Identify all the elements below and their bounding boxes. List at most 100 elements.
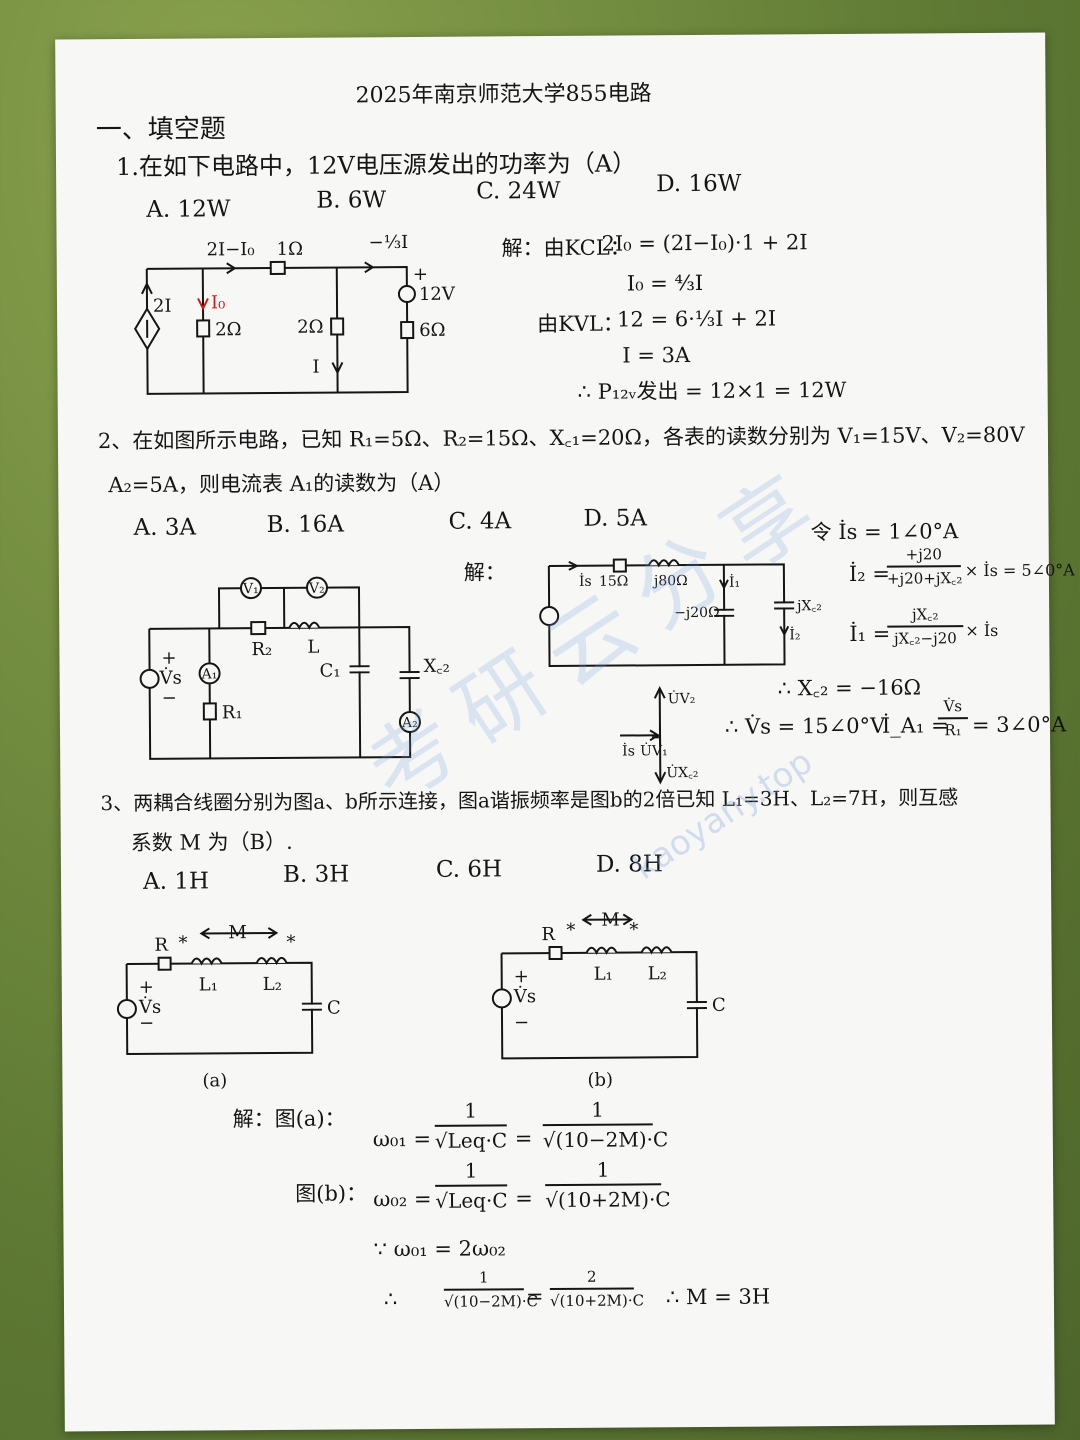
q3b-plus: + [514, 966, 529, 987]
q2-sol-c-r: 15Ω [599, 573, 629, 589]
frac-num: 2 [586, 1267, 597, 1286]
q3b-star2: * [629, 919, 638, 940]
q1-rleft-label: 2Ω [215, 319, 242, 340]
q1-option-a: A. 12W [146, 196, 231, 223]
q2-sol-i1-frac: jX꜀₂ jX꜀₂−j20 [887, 605, 964, 648]
q1-plus: + [413, 264, 428, 285]
q3b-m-label: M [601, 910, 620, 931]
q2-sol-xc2: ∴ X꜀₂ = −16Ω [777, 675, 922, 701]
q2-sol-c-jxc2: jX꜀₂ [795, 598, 822, 614]
q1-itop-label: 2I−I₀ [207, 239, 255, 260]
q3-sol-frac3: 1 √(10−2M)·C [443, 1268, 538, 1311]
q2-circuit: V₁ V₂ A₁ A₂ V̇s + − R₁ R₂ L C₁ X꜀₂ [139, 576, 450, 760]
q3a-star2: * [286, 932, 295, 953]
q1-sol-line6: I = 3A [622, 343, 691, 368]
q2-minus: − [162, 688, 177, 709]
q2-text-line2: A₂=5A，则电流表 A₁的读数为（A） [108, 470, 455, 498]
q3a-minus: − [139, 1013, 154, 1034]
q2-sol-i2-rest: × İs = 5∠0°A [964, 560, 1075, 581]
q1-rright-label: 6Ω [419, 320, 446, 341]
q3-option-b: B. 3H [282, 861, 350, 888]
q1-sol-line2: 2I₀ = (2I−I₀)·1 + 2I [601, 230, 808, 256]
q1-cs-label: 2I [153, 296, 172, 317]
paper-sheet: 2025年南京师范大学855电路 一、填空题 1.在如下电路中，12V电压源发出… [55, 32, 1075, 1432]
q2-v1-label: V₁ [242, 581, 259, 597]
frac-num: 1 [464, 1098, 478, 1123]
q3a-m-label: M [228, 922, 247, 943]
q2-plus: + [161, 648, 176, 669]
q3-text-line2: 系数 M 为（B）. [130, 829, 293, 855]
q2-sol-ia1-den: R₁ [944, 721, 962, 740]
q2-r1-label: R₁ [222, 702, 243, 723]
q3-sol-w02-frac1: 1 √Leq·C [435, 1158, 508, 1213]
q2-sol-p-is: İs [622, 741, 635, 759]
q2-sol-c-i2: İ₂ [789, 625, 800, 643]
q3-sol-eq3: = [525, 1284, 544, 1309]
q1-i0-label: I₀ [211, 292, 225, 313]
frac-den: √Leq·C [434, 1128, 508, 1153]
q3a-vs-label: V̇s [138, 995, 161, 1017]
frac-num: 1 [591, 1097, 605, 1122]
q1-sol-line4: 由KVL： [537, 311, 625, 337]
q2-sol-i1: İ₁ = [849, 621, 891, 646]
q1-sol-line7: ∴ P₁₂ᵥ发出 = 12×1 = 12W [577, 377, 847, 404]
q2-sol-ia1-num: V̇s [943, 697, 963, 716]
q2-text-line1: 2、在如图所示电路，已知 R₁=5Ω、R₂=15Ω、X꜀₁=20Ω，各表的读数分… [97, 422, 1025, 454]
q2-sol-vs: ∴ V̇s = 15∠0°V [724, 713, 886, 739]
q3b-l2-label: L₂ [648, 963, 667, 984]
section-heading: 一、填空题 [95, 114, 226, 146]
q3a-l2-label: L₂ [263, 974, 282, 995]
q2-sol-ia1-frac: V̇s R₁ [937, 697, 968, 740]
q2-sol-p-v1: U̇V₁ [640, 742, 668, 760]
fraction-bar [887, 625, 964, 628]
q3-sol-w02: ω₀₂ = [373, 1186, 432, 1212]
q3-sol-since: ∵ ω₀₁ = 2ω₀₂ [373, 1236, 506, 1262]
q3-sol-w01-frac2: 1 √(10−2M)·C [542, 1097, 669, 1153]
q2-sol-i1-rest: × İs [965, 620, 999, 641]
q2-sol-c-xc: −j20Ω [674, 605, 720, 621]
frac-den: √Leq·C [435, 1188, 508, 1213]
q2-sol-i2: İ₂ = [848, 561, 890, 586]
q1-sol-line3: I₀ = ⁴⁄₃I [626, 270, 704, 296]
q2-sol-p-xc2: U̇X꜀₂ [666, 763, 698, 781]
q1-circuit: 2I 2I−I₀ 1Ω −⅓I I₀ 2Ω 2Ω I + 12V 6Ω [134, 232, 456, 395]
q2-vs-label: V̇s [159, 666, 182, 688]
q2-option-a: A. 3A [133, 514, 197, 541]
fraction-bar [937, 717, 968, 720]
q1-iright-label: −⅓I [369, 232, 409, 253]
q3-circuit-b: R * M * L₁ L₂ C V̇s + − (b) [491, 910, 726, 1091]
q3a-plus: + [139, 977, 154, 998]
q2-a2-label: A₂ [401, 715, 418, 731]
frac-den: √(10−2M)·C [542, 1127, 669, 1153]
q1-sol-line5: 12 = 6·⅓I + 2I [617, 306, 777, 332]
q2-v2-label: V₂ [308, 581, 325, 597]
q2-r2-label: R₂ [251, 639, 272, 660]
q1-option-b: B. 6W [316, 187, 387, 214]
q2-sol-i2-frac: +j20 +j20+jX꜀₂ [886, 545, 962, 588]
q2-c1-label: C₁ [319, 660, 340, 681]
q2-xc2-label: X꜀₂ [423, 656, 449, 677]
q1-option-d: D. 16W [656, 170, 742, 198]
q3b-star1: * [566, 920, 575, 941]
frac-num: 1 [464, 1158, 478, 1183]
q2-sol-i1-den: jX꜀₂−j20 [893, 629, 957, 648]
q3-option-c: C. 6H [435, 856, 503, 883]
q3-option-a: A. 1H [142, 868, 210, 895]
q3-sol-result: ∴ M = 3H [665, 1284, 771, 1310]
q2-l-label: L [307, 637, 319, 658]
q3a-star1: * [178, 933, 187, 954]
q3-circuit-a: R * M * L₁ L₂ C V̇s + − (a) [116, 922, 341, 1091]
q2-sol-jie: 解： [463, 560, 506, 585]
fraction-bar [545, 1183, 662, 1187]
q3b-caption: (b) [587, 1070, 613, 1091]
fraction-bar [443, 1288, 524, 1291]
q3b-r-label: R [541, 924, 555, 945]
q3b-vs-label: V̇s [513, 985, 536, 1007]
q2-sol-circuit: İs 15Ω j80Ω İ₁ −j20Ω jX꜀₂ İ₂ U̇V₂ İs U̇V… [539, 558, 822, 785]
frac-num: 1 [596, 1157, 610, 1182]
q3a-r-label: R [154, 935, 168, 956]
q3-sol-frac4: 2 √(10+2M)·C [549, 1267, 644, 1310]
fraction-bar [434, 1124, 507, 1127]
q1-option-c: C. 24W [476, 177, 561, 205]
q3-sol-jie: 解：图(a)： [232, 1106, 346, 1132]
